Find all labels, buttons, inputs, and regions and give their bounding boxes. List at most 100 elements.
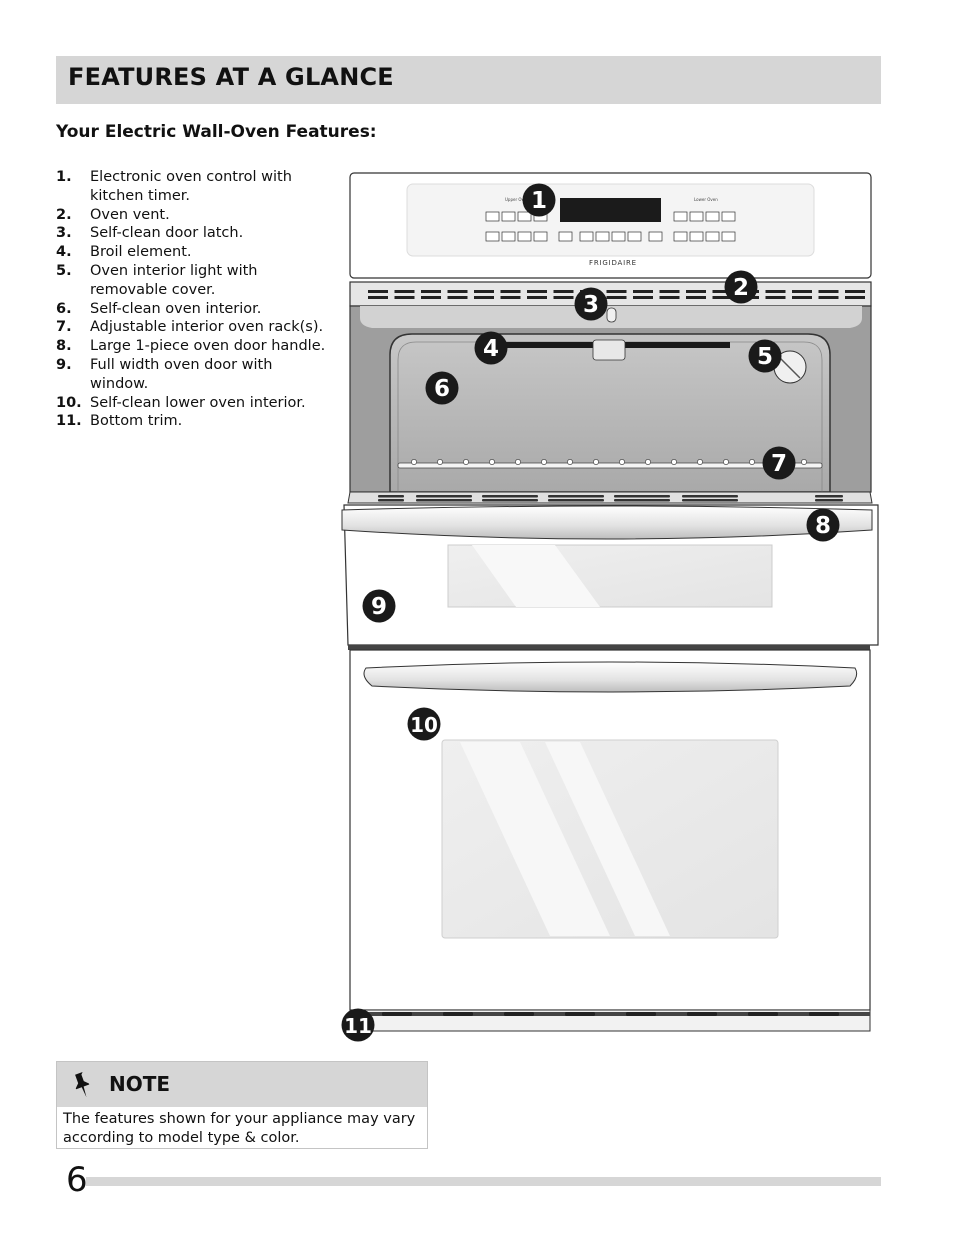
wall-oven-illustration: Upper Oven Lower Oven FRIGIDAIRE [341,172,879,1042]
lower-oven [349,649,871,1011]
item-text: Electronic oven control with kitchen tim… [90,169,292,204]
vent-slot [659,296,680,299]
door-vent-slot [482,499,538,502]
vent-slot [686,296,706,299]
list-item: 4.Broil element. [56,243,326,262]
vent-slot [447,296,468,299]
rack-peg [411,459,417,465]
vent-slot [845,296,865,299]
note-title: NOTE [109,1072,171,1096]
vent-slot [712,296,733,299]
oven-vent [349,281,872,307]
callout-number: 6 [434,376,450,402]
callout-number: 4 [483,336,499,362]
vent-slot [712,290,733,293]
item-number: 5. [56,262,72,279]
trim-slot [382,1012,412,1016]
trim-slot [626,1012,656,1016]
callout-number: 5 [757,344,773,370]
section-subtitle: Your Electric Wall-Oven Features: [56,122,377,142]
trim-slot [443,1012,473,1016]
door-vent-slot [378,499,404,502]
door-latch [606,307,617,323]
upper-oven-door [341,491,879,650]
vent-slot [474,290,494,293]
rack-peg [567,459,573,465]
item-number: 10. [56,394,82,411]
brand-logo: FRIGIDAIRE [589,259,637,267]
header-band: FEATURES AT A GLANCE [56,56,881,104]
item-number: 4. [56,244,72,261]
item-number: 2. [56,206,72,223]
rack-peg [697,459,703,465]
vent-slot [394,296,415,299]
door-vent-slot [416,499,472,502]
callout-3: 3 [574,287,608,321]
item-text: Oven interior light with removable cover… [90,262,258,298]
vent-slot [765,296,786,299]
list-item: 8. Large 1-piece oven door handle. [56,337,326,356]
vent-slot [368,290,388,293]
list-item: 11.Bottom trim. [56,412,326,431]
item-text: Adjustable interior oven rack(s). [90,319,324,336]
callout-2: 2 [724,270,758,304]
vent-slot [792,290,812,293]
lower-oven-label: Lower Oven [694,197,718,202]
door-vent-slot [548,495,604,498]
item-number: 11. [56,413,82,430]
callout-number: 11 [344,1014,372,1038]
item-number: 8. [56,338,72,355]
item-text: Self-clean door latch. [90,225,244,242]
rack-peg [593,459,599,465]
callout-9: 9 [362,589,396,623]
callout-11: 11 [341,1008,375,1042]
display-window [560,198,661,222]
list-item: 5. Oven interior light with removable cov… [56,262,326,300]
vent-slot [474,296,494,299]
item-text: Self-clean oven interior. [90,300,262,317]
item-text: Large 1-piece oven door handle. [90,338,326,355]
callout-number: 9 [371,594,387,620]
rack-peg [723,459,729,465]
vent-slot [500,290,521,293]
vent-slot [500,296,521,299]
vent-slot [421,296,441,299]
vent-slot [553,290,574,293]
door-vent-slot [482,495,538,498]
list-item: 1.Electronic oven control with kitchen t… [56,168,326,206]
vent-slot [606,290,627,293]
vent-slot [818,290,839,293]
callout-5: 5 [748,339,782,373]
callout-number: 10 [410,713,438,737]
vent-slot [394,290,415,293]
rack-peg [645,459,651,465]
rack-peg [801,459,807,465]
callout-8: 8 [806,508,840,542]
pushpin-icon [75,1072,90,1098]
callout-1: 1 [522,183,556,217]
callout-10: 10 [407,707,441,741]
note-text: The features shown for your appliance ma… [63,1111,416,1146]
vent-slot [792,296,812,299]
door-vent-slot [614,495,670,498]
callout-number: 3 [583,292,599,318]
bottom-trim [349,1009,871,1032]
note-header: NOTE [57,1062,427,1107]
door-vent-slot [815,499,843,502]
vent-slot [633,290,653,293]
vent-slot [765,290,786,293]
list-item: 10.Self-clean lower oven interior. [56,394,326,413]
callout-number: 1 [531,188,547,214]
door-vent-slot [682,499,738,502]
door-vent-slot [416,495,472,498]
page-number: 6 [66,1160,88,1200]
vent-slot [633,296,653,299]
upper-oven-label: Upper Oven [505,197,529,202]
callout-number: 2 [733,275,749,301]
rack-peg [671,459,677,465]
rack-peg [541,459,547,465]
rack-peg [515,459,521,465]
vent-slot [447,290,468,293]
rack-peg [489,459,495,465]
door-vent-slot [682,495,738,498]
